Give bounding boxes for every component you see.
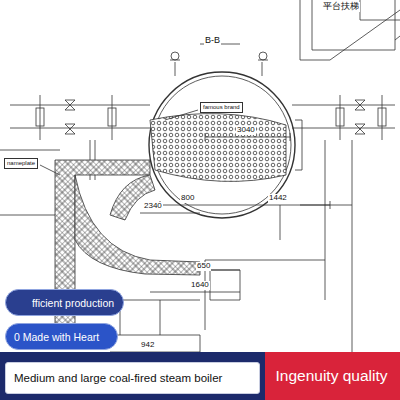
brand-tag: famous brand (200, 102, 243, 113)
slogan-band: Ingenuity quality (265, 352, 400, 400)
dimension: 942 (140, 341, 155, 350)
banner-text: Ingenuity quality (275, 367, 387, 385)
section-mark: B-B (204, 36, 221, 46)
dimension: 3040 (236, 126, 256, 135)
dimension: 1442 (268, 194, 288, 203)
banner-text: Medium and large coal-fired steam boiler (14, 372, 222, 384)
banner-pill: fficient production (5, 289, 124, 316)
dimension: 2340 (143, 202, 163, 211)
banner-text: 0 Made with Heart (14, 331, 99, 343)
note-text: 平台扶梯 (322, 2, 360, 12)
dimension: 1640 (190, 281, 210, 290)
title-band: Medium and large coal-fired steam boiler (5, 362, 260, 394)
dimension: 650 (196, 262, 211, 271)
banner-pill: 0 Made with Heart (5, 323, 118, 350)
nameplate-tag: nameplate (4, 158, 38, 169)
dimension: 800 (180, 194, 195, 203)
banner-text: fficient production (32, 297, 114, 309)
